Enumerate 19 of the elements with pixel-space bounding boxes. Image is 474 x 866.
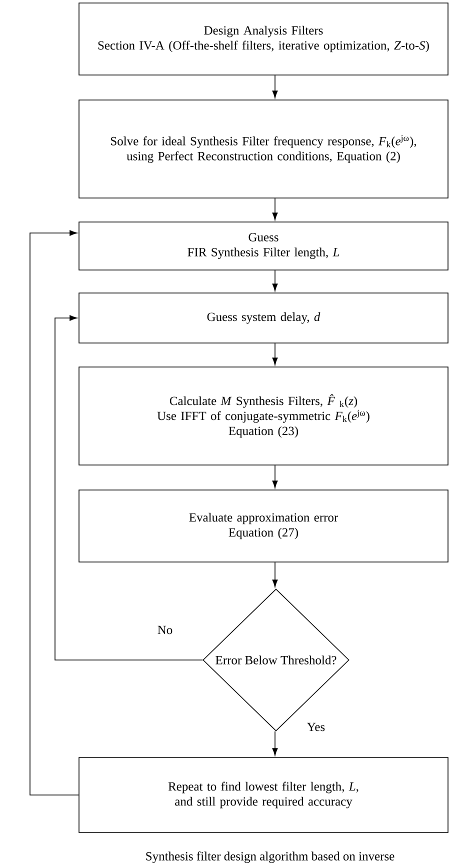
arrow [272,270,278,292]
process-box: Evaluate approximation error Equation (27) [78,490,448,562]
arrow [272,731,278,756]
arrow [272,343,278,366]
edge-label: Yes [306,722,326,732]
arrow [30,230,79,796]
process-box: Solve for ideal Synthesis Filter frequency response, F$_{k}$(e$^{jω}$), using Perfect Reconstruction conditions, Equation (2) [78,100,448,198]
process-box: Calculate M Synthesis Filters, F̂$_{k}$(z) Use IFFT of conjugate-symmetric F$_{k}$(e$^{jω}$) Equation (23) [78,366,448,466]
process-box: Design Analysis Filters Section IV-A (Off-the-shelf filters, iterative optimization, Z-to-S) [78,2,448,76]
arrow [272,75,278,98]
process-box: Guess FIR Synthesis Filter length, L [78,222,448,270]
process-box: Repeat to find lowest filter length, L, and still provide required accuracy [78,757,448,833]
arrow [54,315,203,660]
process-box: Guess system delay, d [78,292,448,344]
arrow [272,562,278,588]
arrow [272,465,278,488]
arrow [272,198,278,220]
edge-label: No [156,624,174,636]
caption: Synthesis filter design algorithm based on inverse [146,852,394,864]
